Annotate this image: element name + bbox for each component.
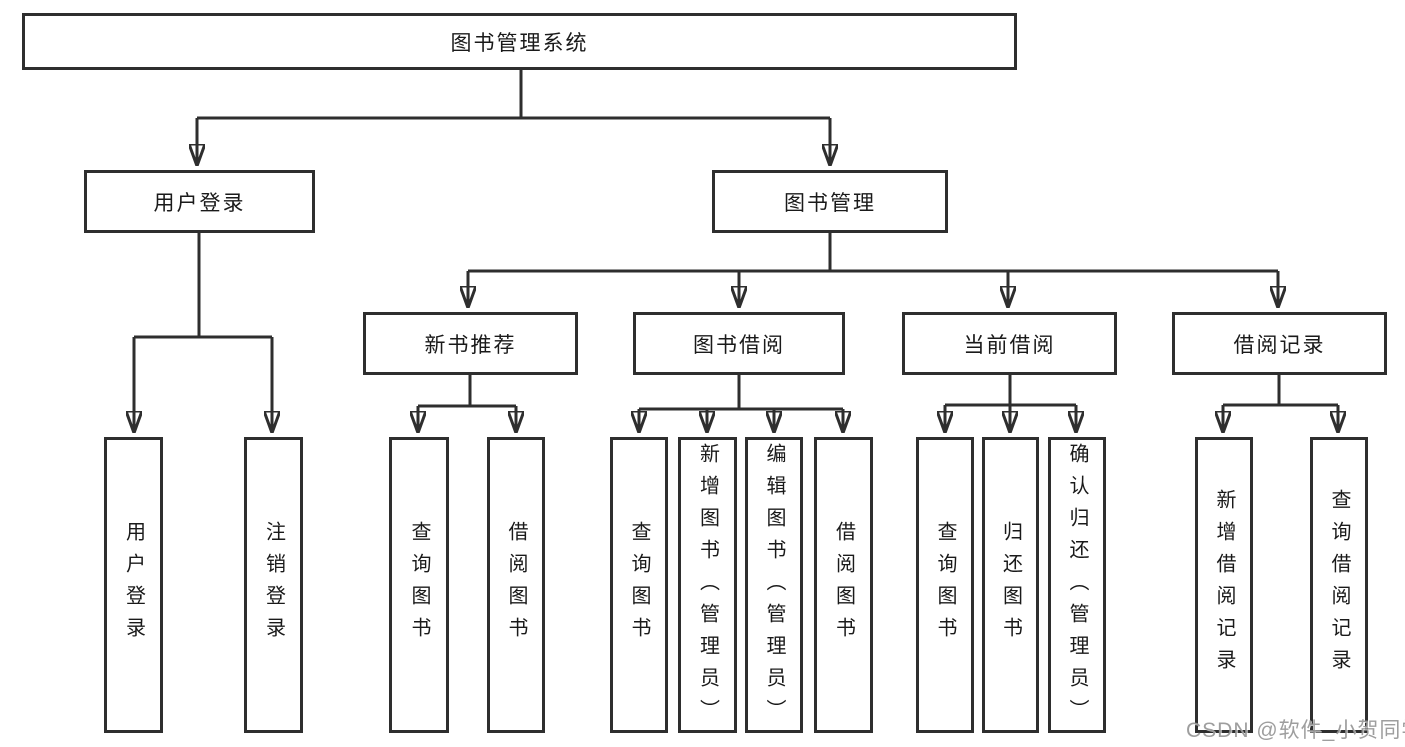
- leaf-query-books-recommend: 查询图书: [389, 437, 449, 733]
- leaf-confirm-return-admin: 确认归还（管理员）: [1048, 437, 1106, 733]
- csdn-watermark: CSDN @软件_小贺同学: [1186, 719, 1405, 742]
- leaf-borrow-books: 借阅图书: [814, 437, 873, 733]
- node-book-borrow: 图书借阅: [633, 312, 845, 375]
- leaf-query-borrow-record: 查询借阅记录: [1310, 437, 1368, 733]
- leaf-user-login: 用户登录: [104, 437, 163, 733]
- leaf-add-books-admin: 新增图书（管理员）: [678, 437, 737, 733]
- leaf-borrow-books-recommend: 借阅图书: [487, 437, 545, 733]
- leaf-return-books: 归还图书: [982, 437, 1039, 733]
- node-new-book-recommend: 新书推荐: [363, 312, 578, 375]
- leaf-logout: 注销登录: [244, 437, 303, 733]
- node-user-login: 用户登录: [84, 170, 315, 233]
- leaf-edit-books-admin: 编辑图书（管理员）: [745, 437, 803, 733]
- leaf-query-books-current: 查询图书: [916, 437, 974, 733]
- node-borrow-records: 借阅记录: [1172, 312, 1387, 375]
- node-book-management: 图书管理: [712, 170, 948, 233]
- leaf-query-books-borrow: 查询图书: [610, 437, 668, 733]
- node-current-borrow: 当前借阅: [902, 312, 1117, 375]
- leaf-add-borrow-record: 新增借阅记录: [1195, 437, 1253, 733]
- node-root-book-management-system: 图书管理系统: [22, 13, 1017, 70]
